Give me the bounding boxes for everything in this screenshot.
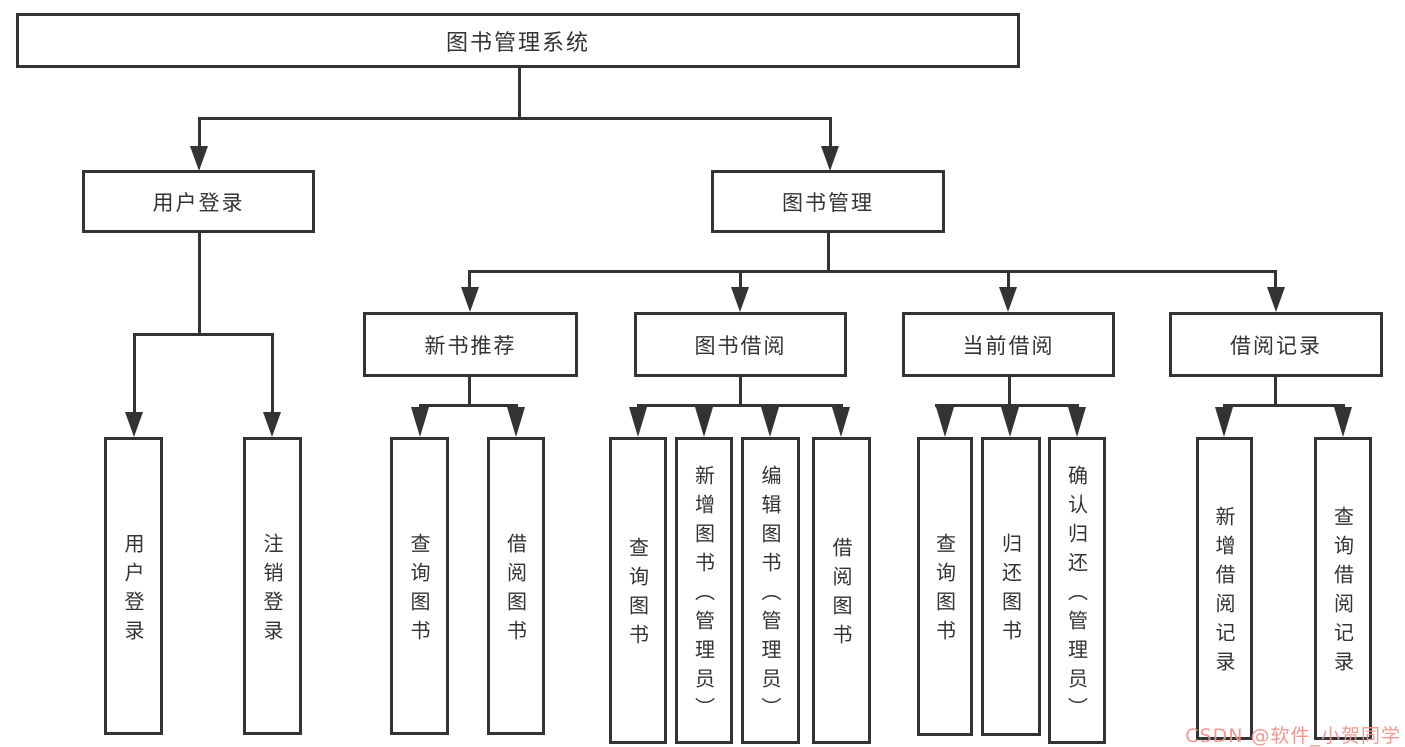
leaf-user-login-label: 用户登录 bbox=[121, 532, 145, 649]
node-book-borrow: 图书借阅 bbox=[634, 312, 847, 377]
connector-line bbox=[133, 333, 274, 336]
leaf-rec-query-book-label: 查询图书 bbox=[407, 532, 431, 649]
csdn-watermark: CSDN @软件_小贺同学 bbox=[1185, 725, 1401, 747]
leaf-borrow-edit-book-label: 编辑图书（管理员） bbox=[758, 464, 782, 726]
connector-line bbox=[637, 404, 843, 407]
arrow-down-icon bbox=[1068, 407, 1086, 437]
arrow-down-icon bbox=[1334, 407, 1352, 437]
node-book-management-label: 图书管理 bbox=[782, 190, 874, 215]
node-current-borrow-label: 当前借阅 bbox=[962, 333, 1055, 358]
connector-line bbox=[1274, 270, 1277, 287]
leaf-rec-query-book: 查询图书 bbox=[390, 437, 449, 735]
node-book-management: 图书管理 bbox=[711, 170, 945, 233]
connector-line bbox=[1008, 377, 1011, 406]
connector-line bbox=[1007, 270, 1010, 287]
leaf-record-query-record-label: 查询借阅记录 bbox=[1330, 506, 1355, 680]
node-user-login: 用户登录 bbox=[82, 170, 315, 233]
arrow-down-icon bbox=[461, 287, 479, 312]
arrow-down-icon bbox=[1215, 407, 1233, 437]
node-borrow-record-label: 借阅记录 bbox=[1230, 333, 1322, 358]
connector-line bbox=[827, 233, 830, 273]
connector-line bbox=[198, 233, 201, 335]
arrow-down-icon bbox=[1001, 407, 1019, 437]
leaf-current-confirm-return-label: 确认归还（管理员） bbox=[1064, 464, 1089, 726]
connector-line bbox=[468, 270, 471, 287]
node-current-borrow: 当前借阅 bbox=[902, 312, 1115, 377]
leaf-borrow-borrow-book: 借阅图书 bbox=[812, 437, 871, 744]
connector-line bbox=[271, 333, 274, 414]
node-new-book-recommend: 新书推荐 bbox=[363, 312, 578, 377]
arrow-down-icon bbox=[999, 287, 1017, 312]
arrow-down-icon bbox=[936, 407, 954, 437]
connector-line bbox=[739, 377, 742, 406]
connector-line bbox=[133, 333, 136, 414]
arrow-down-icon bbox=[695, 407, 713, 437]
leaf-current-confirm-return: 确认归还（管理员） bbox=[1048, 437, 1106, 744]
leaf-rec-borrow-book: 借阅图书 bbox=[487, 437, 545, 735]
node-root: 图书管理系统 bbox=[16, 13, 1020, 68]
connector-line bbox=[419, 404, 518, 407]
connector-line bbox=[468, 377, 471, 406]
leaf-record-add-record: 新增借阅记录 bbox=[1196, 437, 1253, 740]
leaf-current-return-book-label: 归还图书 bbox=[998, 533, 1023, 649]
arrow-down-icon bbox=[821, 146, 839, 171]
leaf-borrow-borrow-book-label: 借阅图书 bbox=[829, 537, 853, 653]
leaf-rec-borrow-book-label: 借阅图书 bbox=[503, 532, 528, 649]
connector-line bbox=[469, 270, 1277, 273]
leaf-logout-login-label: 注销登录 bbox=[260, 532, 284, 649]
connector-line bbox=[198, 117, 831, 120]
arrow-down-icon bbox=[190, 146, 208, 171]
connector-line bbox=[198, 117, 201, 149]
leaf-borrow-query-book: 查询图书 bbox=[609, 437, 667, 744]
arrow-down-icon bbox=[263, 412, 281, 437]
node-new-book-recommend-label: 新书推荐 bbox=[424, 333, 517, 358]
arrow-down-icon bbox=[1267, 287, 1285, 312]
leaf-borrow-add-book-label: 新增图书（管理员） bbox=[691, 464, 716, 726]
node-book-borrow-label: 图书借阅 bbox=[694, 333, 787, 358]
node-user-login-label: 用户登录 bbox=[152, 190, 245, 215]
connector-line bbox=[1223, 404, 1345, 407]
leaf-current-query-book: 查询图书 bbox=[917, 437, 973, 736]
leaf-borrow-add-book: 新增图书（管理员） bbox=[675, 437, 733, 744]
connector-line bbox=[518, 68, 521, 119]
leaf-current-query-book-label: 查询图书 bbox=[932, 533, 957, 649]
arrow-down-icon bbox=[507, 407, 525, 437]
arrow-down-icon bbox=[411, 407, 429, 437]
leaf-record-add-record-label: 新增借阅记录 bbox=[1212, 506, 1236, 680]
arrow-down-icon bbox=[731, 287, 749, 312]
connector-line bbox=[739, 270, 742, 287]
arrow-down-icon bbox=[629, 407, 647, 437]
arrow-down-icon bbox=[125, 412, 143, 437]
connector-line bbox=[1274, 377, 1277, 406]
leaf-record-query-record: 查询借阅记录 bbox=[1314, 437, 1372, 740]
leaf-user-login: 用户登录 bbox=[104, 437, 163, 735]
leaf-logout-login: 注销登录 bbox=[243, 437, 302, 735]
connector-line bbox=[829, 117, 832, 149]
leaf-current-return-book: 归还图书 bbox=[981, 437, 1041, 736]
connector-line bbox=[935, 404, 1079, 407]
leaf-borrow-edit-book: 编辑图书（管理员） bbox=[741, 437, 800, 744]
node-root-label: 图书管理系统 bbox=[445, 30, 590, 56]
arrow-down-icon bbox=[832, 407, 850, 437]
leaf-borrow-query-book-label: 查询图书 bbox=[625, 537, 650, 653]
node-borrow-record: 借阅记录 bbox=[1169, 312, 1383, 377]
arrow-down-icon bbox=[761, 407, 779, 437]
